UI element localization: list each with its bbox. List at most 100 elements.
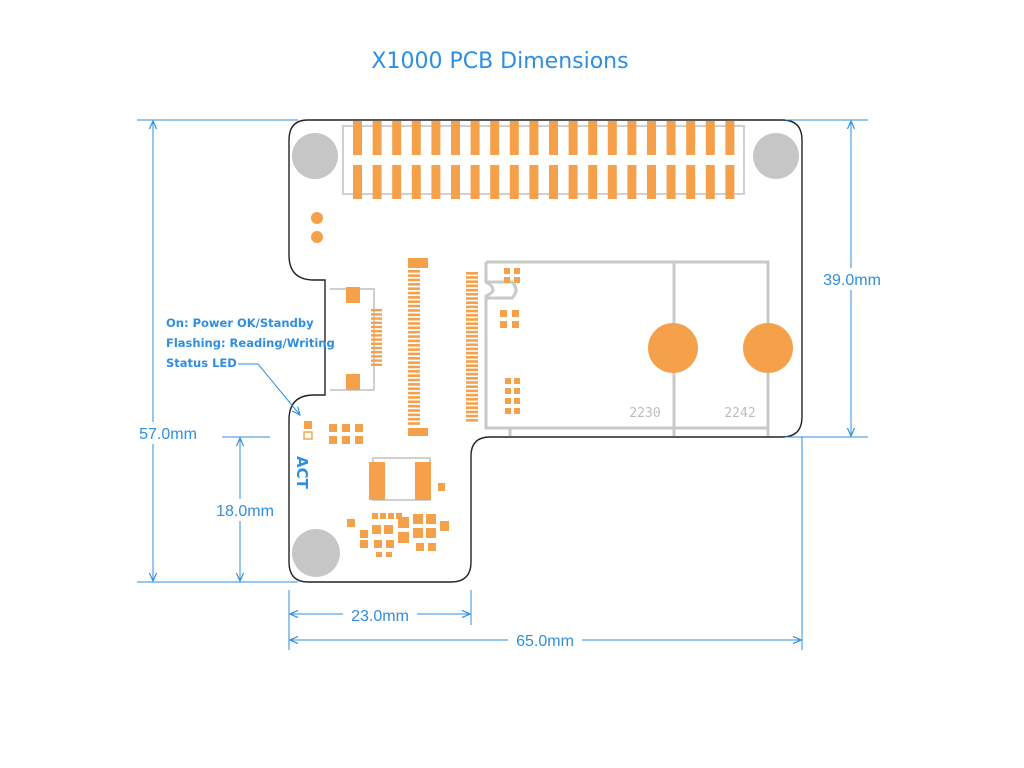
connector-pin	[466, 393, 478, 397]
connector-pin	[466, 406, 478, 409]
fpc-connector	[330, 287, 382, 391]
gpio-pin-pad	[647, 121, 656, 155]
fpc-pin	[371, 351, 382, 354]
gpio-pin-pad	[353, 165, 362, 199]
label-2230: 2230	[629, 406, 660, 421]
center-pins	[408, 270, 420, 425]
center-pin	[408, 352, 420, 356]
gpio-pin-pad	[431, 121, 441, 155]
gpio-pin-pad	[372, 165, 382, 199]
center-pin	[408, 322, 420, 325]
center-pin	[408, 387, 420, 391]
connector-pin	[466, 389, 478, 393]
fpc-pin	[371, 321, 382, 324]
fpc-pin	[371, 363, 382, 366]
gpio-pads	[353, 121, 735, 199]
gpio-pin-pad	[588, 165, 598, 199]
test-pad	[311, 212, 323, 224]
connector-pin	[466, 322, 478, 325]
gpio-pin-pad	[627, 165, 637, 199]
gpio-header	[342, 121, 745, 199]
connector-pin	[466, 318, 478, 321]
connector-pin	[466, 326, 478, 330]
gpio-pin-pad	[490, 121, 500, 155]
center-pin	[408, 400, 420, 404]
test-pad	[311, 231, 323, 243]
mounting-hole-bottom-left	[292, 529, 340, 577]
center-pin	[408, 300, 420, 304]
center-pin	[408, 335, 420, 338]
gpio-pin-pad	[647, 165, 656, 199]
center-pin	[408, 343, 420, 347]
connector-pin	[466, 297, 478, 300]
standoff-2230	[648, 323, 698, 373]
gpio-pin-pad	[588, 121, 598, 155]
led-note-line2: Flashing: Reading/Writing	[166, 336, 335, 350]
label-2242: 2242	[724, 406, 755, 421]
center-pin	[408, 374, 420, 377]
center-pin	[408, 404, 420, 408]
center-connector	[408, 258, 428, 436]
center-pin	[408, 287, 420, 290]
connector-pin	[466, 301, 478, 304]
center-pin	[408, 274, 420, 277]
connector-pin	[466, 347, 478, 351]
center-pin	[408, 365, 420, 369]
gpio-pin-pad	[568, 121, 578, 155]
connector-pins-right	[466, 272, 478, 422]
led-note-line3: Status LED	[166, 356, 237, 370]
gpio-pin-pad	[451, 121, 460, 155]
center-pin	[408, 270, 420, 273]
connector-pin	[466, 381, 478, 384]
connector-pin	[466, 410, 478, 414]
fpc-pin	[371, 346, 382, 350]
gpio-pin-pad	[725, 121, 735, 155]
gpio-pin-pad	[470, 121, 480, 155]
center-pin	[408, 378, 420, 382]
gpio-pin-pad	[529, 165, 539, 199]
center-pin	[408, 283, 420, 286]
pcb-outline	[288, 119, 803, 583]
dim-label-width-lower: 23.0mm	[351, 608, 409, 625]
led-leader-line	[238, 363, 300, 415]
gpio-pin-pad	[431, 165, 441, 199]
gpio-pin-pad	[411, 165, 421, 199]
m2-components	[500, 268, 520, 414]
connector-pin	[466, 309, 478, 313]
extension-lines	[137, 119, 868, 650]
power-components	[347, 513, 449, 557]
dim-label-height-right: 39.0mm	[823, 272, 881, 289]
center-pin	[408, 357, 420, 360]
gpio-pin-pad	[490, 165, 500, 199]
led-note-line1: On: Power OK/Standby	[166, 316, 314, 330]
center-pin	[408, 391, 420, 395]
connector-pin	[466, 343, 478, 346]
center-pin	[408, 413, 420, 417]
connector-pin	[466, 280, 478, 283]
center-pin	[408, 304, 420, 308]
center-pin	[408, 313, 420, 317]
center-pin	[408, 361, 420, 364]
center-pin	[408, 317, 420, 321]
connector-pin	[466, 293, 478, 296]
act-label: ACT	[293, 456, 311, 490]
center-pin	[408, 417, 420, 421]
gpio-pin-pad	[705, 165, 715, 199]
gpio-pin-pad	[686, 121, 696, 155]
center-pin	[408, 330, 420, 334]
connector-pin	[466, 385, 478, 388]
fpc-pin	[371, 359, 382, 362]
gpio-pin-pad	[666, 121, 676, 155]
center-pin	[408, 383, 420, 386]
center-pin	[408, 296, 420, 299]
fpc-pin	[371, 325, 382, 329]
center-pin	[408, 370, 420, 373]
fpc-pin	[371, 342, 382, 345]
gpio-header-frame	[342, 125, 745, 195]
gpio-pin-pad	[372, 121, 382, 155]
gpio-pin-pad	[666, 165, 676, 199]
connector-pin	[466, 314, 478, 317]
center-pin	[408, 409, 420, 412]
gpio-pin-pad	[627, 121, 637, 155]
